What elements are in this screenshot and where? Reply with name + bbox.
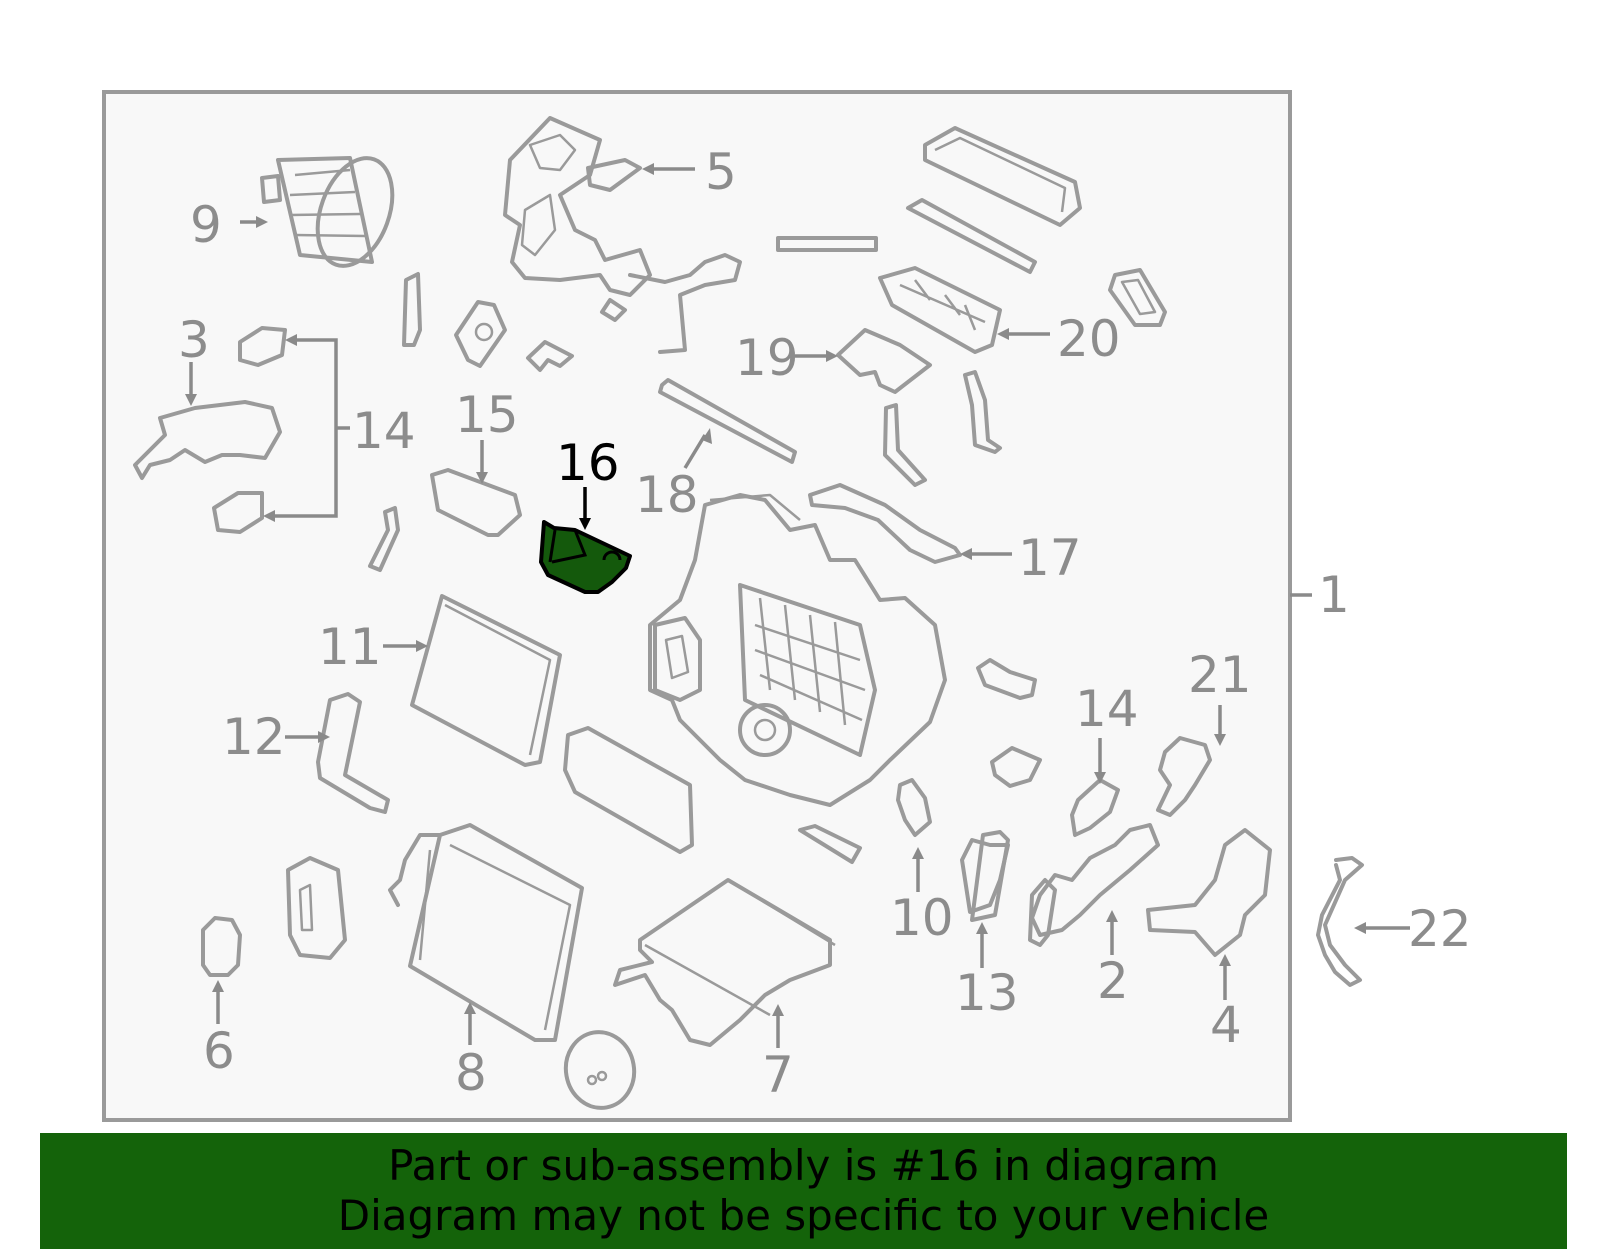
part-2-bracket xyxy=(1028,823,1160,947)
callout-1: 1 xyxy=(1318,566,1350,624)
callout-17: 17 xyxy=(1018,529,1082,587)
callout-8: 8 xyxy=(455,1044,487,1102)
callout-18: 18 xyxy=(635,466,699,524)
callout-14-lower: 14 xyxy=(1075,680,1139,738)
callout-labels: 9 5 3 14 15 16 18 19 20 17 1 11 12 14 21… xyxy=(178,143,1472,1104)
part-5-duct-harness xyxy=(503,116,742,354)
info-banner: Part or sub-assembly is #16 in diagram D… xyxy=(40,1133,1567,1249)
part-21-sensor xyxy=(1156,736,1212,817)
leader-lines xyxy=(185,163,1410,1048)
misc-clips-right xyxy=(798,658,1042,864)
part-11-filter xyxy=(410,594,562,767)
part-9-blower-motor xyxy=(260,156,395,268)
callout-9: 9 xyxy=(190,196,222,254)
callout-4: 4 xyxy=(1210,996,1242,1054)
callout-15: 15 xyxy=(455,386,519,444)
gasket xyxy=(563,726,694,854)
callout-16[interactable]: 16 xyxy=(556,434,620,492)
callout-11: 11 xyxy=(318,618,382,676)
part-13-bracket xyxy=(970,830,1010,922)
callout-19: 19 xyxy=(735,329,799,387)
part-19-bracket xyxy=(836,328,932,394)
callout-12: 12 xyxy=(222,708,286,766)
part-3-and-14-pieces xyxy=(133,326,287,534)
part-15-bracket xyxy=(430,468,522,537)
callout-22: 22 xyxy=(1408,900,1472,958)
callout-6: 6 xyxy=(203,1022,235,1080)
callout-21: 21 xyxy=(1188,646,1252,704)
seal-oval xyxy=(286,856,347,960)
callout-10: 10 xyxy=(890,889,954,947)
part-22-hose xyxy=(1316,856,1364,987)
callout-5: 5 xyxy=(705,143,737,201)
part-18-strip xyxy=(658,378,797,464)
banner-line-2: Diagram may not be specific to your vehi… xyxy=(337,1191,1270,1240)
part-4-duct xyxy=(1146,828,1272,957)
callout-3: 3 xyxy=(178,311,210,369)
part-17-duct xyxy=(808,483,962,564)
round-pad xyxy=(563,1030,637,1110)
part-16-highlighted[interactable] xyxy=(539,520,632,594)
callout-2: 2 xyxy=(1097,952,1129,1010)
callout-20: 20 xyxy=(1057,310,1121,368)
callout-14-upper: 14 xyxy=(352,402,416,460)
part-7-heater-core xyxy=(613,878,836,1047)
callout-7: 7 xyxy=(762,1046,794,1104)
banner-line-1: Part or sub-assembly is #16 in diagram xyxy=(388,1141,1219,1190)
part-8-evaporator xyxy=(388,823,584,1042)
misc-clips-top xyxy=(368,272,1002,572)
part-14-lower-clip xyxy=(1070,778,1120,837)
diagram-frame xyxy=(102,90,1292,1122)
part-12-bracket xyxy=(316,692,390,814)
callout-13: 13 xyxy=(955,964,1019,1022)
part-20-filter-grille xyxy=(776,126,1167,354)
part-6-sensor xyxy=(201,916,242,977)
main-hvac-case xyxy=(648,493,947,807)
